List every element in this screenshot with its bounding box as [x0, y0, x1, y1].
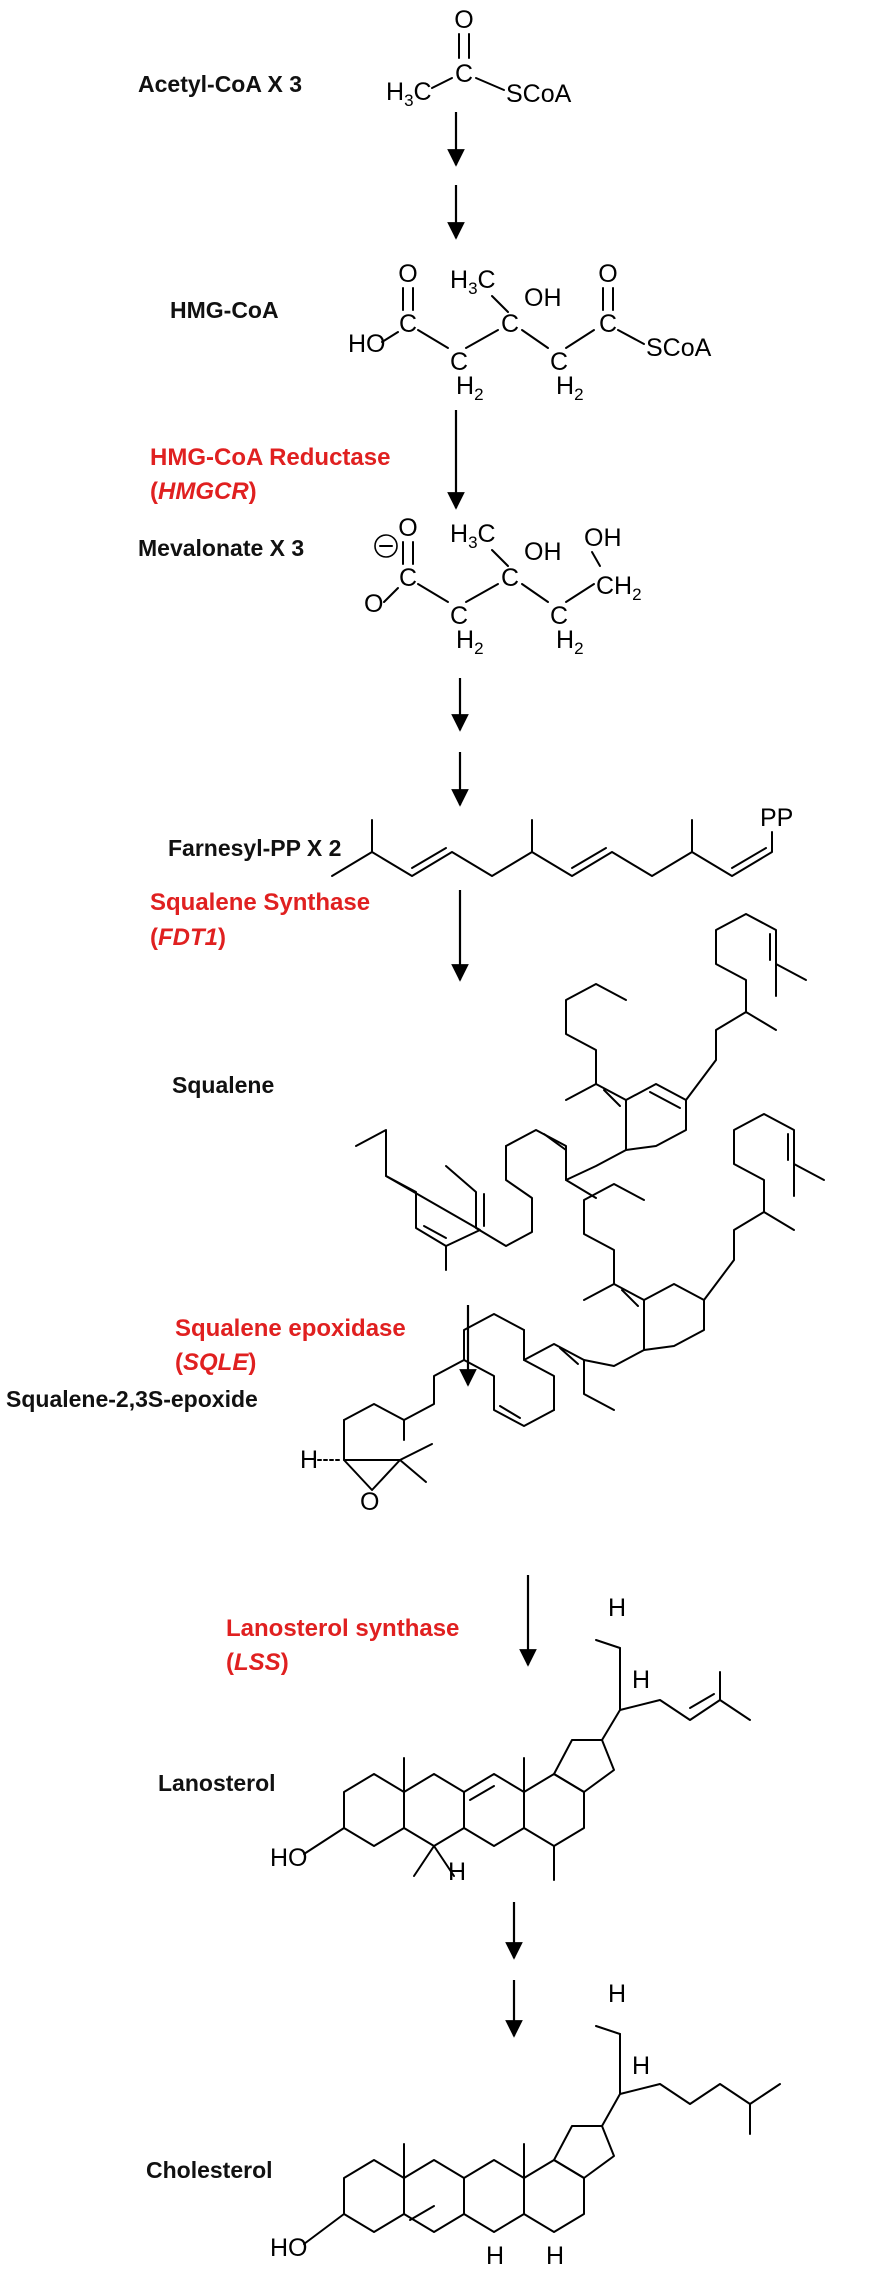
svg-text:C: C [501, 564, 519, 592]
svg-text:CH2: CH2 [596, 572, 642, 604]
svg-text:H2: H2 [456, 626, 484, 658]
svg-text:C: C [550, 602, 568, 630]
svg-text:O: O [398, 260, 417, 288]
svg-text:O: O [454, 6, 473, 34]
enzyme-gene-hmgcr: (HMGCR) [150, 478, 257, 505]
svg-text:H3C: H3C [386, 78, 432, 110]
svg-text:O: O [598, 260, 617, 288]
svg-text:HO: HO [348, 330, 386, 358]
svg-text:OH: OH [584, 524, 622, 552]
gene-fdt1: FDT1 [158, 924, 218, 951]
enzyme-name-lss: Lanosterol synthase [226, 1615, 459, 1642]
svg-text:HO: HO [270, 1844, 308, 1872]
label-acetyl-coa: Acetyl-CoA X 3 [138, 71, 302, 97]
label-cholesterol: Cholesterol [146, 2157, 273, 2183]
structure-acetyl-coa: O C H3C SCoA [386, 6, 572, 110]
svg-text:H: H [608, 1980, 626, 2008]
svg-text:H: H [632, 1666, 650, 1694]
enzyme-name-sqle: Squalene epoxidase [175, 1315, 406, 1342]
svg-text:OH: OH [524, 284, 562, 312]
svg-text:H3C: H3C [450, 266, 496, 298]
svg-text:H: H [300, 1446, 318, 1474]
label-mevalonate: Mevalonate X 3 [138, 535, 304, 561]
structure-farnesyl-pp: PP [331, 804, 793, 877]
enzyme-gene-fdt1: (FDT1) [150, 924, 226, 951]
svg-text:SCoA: SCoA [506, 80, 572, 108]
enzyme-name-hmgcr: HMG-CoA Reductase [150, 444, 390, 471]
reaction-arrows [447, 112, 537, 2038]
structure-squalene-epoxide: H O [300, 1113, 825, 1516]
svg-text:H: H [632, 2052, 650, 2080]
gene-lss: LSS [234, 1649, 281, 1676]
svg-text:C: C [450, 348, 468, 376]
svg-text:HO: HO [270, 2234, 308, 2262]
svg-text:O: O [360, 1488, 379, 1516]
enzyme-name-fdt1: Squalene Synthase [150, 889, 370, 916]
svg-text:C: C [450, 602, 468, 630]
svg-text:C: C [399, 310, 417, 338]
svg-text:H: H [608, 1594, 626, 1622]
label-hmg-coa: HMG-CoA [170, 297, 279, 323]
svg-text:OH: OH [524, 538, 562, 566]
gene-sqle: SQLE [183, 1349, 249, 1376]
svg-text:C: C [399, 564, 417, 592]
label-squalene: Squalene [172, 1072, 274, 1098]
structure-lanosterol: HO H H H [270, 1594, 751, 1886]
gene-hmgcr: HMGCR [158, 478, 249, 505]
structure-hmg-coa: O C HO C H2 C H3C OH C H2 O C SCoA [348, 260, 712, 404]
svg-text:H3C: H3C [450, 520, 496, 552]
structure-mevalonate: O C O C H2 C H3C OH C H2 CH2 OH [364, 514, 642, 658]
structure-cholesterol: H H HO H H [270, 1980, 781, 2270]
svg-text:C: C [455, 60, 473, 88]
svg-text:O: O [398, 514, 417, 542]
svg-text:H: H [546, 2242, 564, 2270]
svg-text:O: O [364, 590, 383, 618]
svg-text:H: H [448, 1858, 466, 1886]
structure-squalene [355, 913, 807, 1271]
label-lanosterol: Lanosterol [158, 1770, 276, 1796]
svg-text:C: C [599, 310, 617, 338]
enzyme-gene-sqle: (SQLE) [175, 1349, 256, 1376]
svg-text:C: C [550, 348, 568, 376]
svg-text:H: H [486, 2242, 504, 2270]
svg-text:H2: H2 [556, 372, 584, 404]
svg-text:PP: PP [760, 804, 793, 832]
label-squalene-epoxide: Squalene-2,3S-epoxide [6, 1386, 258, 1412]
svg-text:SCoA: SCoA [646, 334, 712, 362]
enzyme-gene-lss: (LSS) [226, 1649, 289, 1676]
svg-text:H2: H2 [556, 626, 584, 658]
svg-text:C: C [501, 310, 519, 338]
svg-text:H2: H2 [456, 372, 484, 404]
label-farnesyl-pp: Farnesyl-PP X 2 [168, 835, 341, 861]
